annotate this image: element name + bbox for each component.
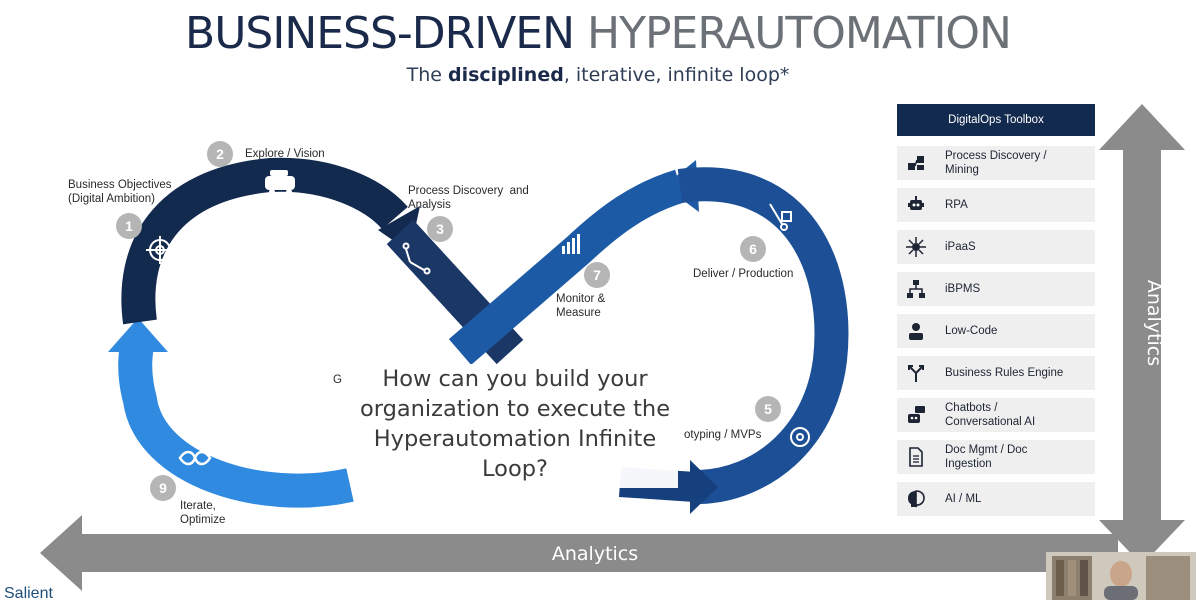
brain-icon xyxy=(908,490,925,508)
toolbox-item-chatbots: Chatbots / Conversational AI xyxy=(897,398,1095,432)
step-number-2: 2 xyxy=(207,141,233,167)
toolbox-item-rpa: RPA xyxy=(897,188,1095,222)
target-icon xyxy=(146,236,174,264)
step-label-business-objectives: Business Objectives (Digital Ambition) xyxy=(68,179,172,205)
step-label-prototyping: otyping / MVPs xyxy=(684,429,762,441)
presenter-image xyxy=(1046,552,1196,600)
van-icon xyxy=(265,170,295,195)
analytics-horizontal-label: Analytics xyxy=(551,543,639,565)
infinity-icon xyxy=(178,450,212,466)
toolbox-item-ibpms: iBPMS xyxy=(897,272,1095,306)
loop-segment-objectives xyxy=(121,157,408,325)
robot-icon xyxy=(908,196,924,210)
step-number-5: 5 xyxy=(755,396,781,422)
analytics-vertical-label: Analytics xyxy=(1143,279,1165,367)
developer-icon xyxy=(909,323,923,340)
toolbox-item-process-discovery: Process Discovery / Mining xyxy=(897,146,1095,180)
step-label-explore: Explore / Vision xyxy=(245,148,325,160)
toolbox-item-doc-mgmt: Doc Mgmt / Doc Ingestion xyxy=(897,440,1095,474)
step-number-3: 3 xyxy=(427,216,453,242)
step-label-process-discovery: Process Discovery and Analysis xyxy=(408,185,529,211)
loop-arrowhead-iterate xyxy=(108,318,168,352)
step-number-6: 6 xyxy=(740,236,766,262)
loop-segment-monitor xyxy=(448,169,686,365)
toolbox-item-ai-ml: AI / ML xyxy=(897,482,1095,516)
brand-logo-text: Salient xyxy=(4,585,53,602)
digitalops-toolbox: DigitalOps Toolbox Process Discovery / M… xyxy=(897,104,1095,516)
step-number-7: 7 xyxy=(584,262,610,288)
analytics-horizontal-arrow xyxy=(40,515,1118,591)
webcam-thumbnail xyxy=(1046,552,1196,600)
hand-truck-icon xyxy=(769,203,792,231)
loop-segment-deliver xyxy=(677,167,849,504)
org-chart-icon xyxy=(907,280,925,298)
page-subtitle: The disciplined, iterative, infinite loo… xyxy=(406,64,790,86)
cycle-gear-icon xyxy=(790,427,810,447)
document-icon xyxy=(909,447,923,467)
process-mining-icon xyxy=(908,156,924,170)
toolbox-item-low-code: Low-Code xyxy=(897,314,1095,348)
step-label-deliver: Deliver / Production xyxy=(693,268,794,280)
toolbox-item-ipaas: iPaaS xyxy=(897,230,1095,264)
step-label-fragment: G xyxy=(333,374,342,386)
loop-arrowhead-prototype xyxy=(690,460,718,514)
flow-steps-icon xyxy=(402,242,431,275)
analytics-vertical-arrow xyxy=(1099,104,1185,565)
decision-split-icon xyxy=(908,365,924,382)
page-title: BUSINESS-DRIVEN HYPERAUTOMATION xyxy=(185,8,1012,59)
loop-segment-iterate xyxy=(118,336,354,508)
toolbox-item-business-rules: Business Rules Engine xyxy=(897,356,1095,390)
step-number-9: 9 xyxy=(150,475,176,501)
chatbot-icon xyxy=(908,406,925,423)
toolbox-header: DigitalOps Toolbox xyxy=(897,104,1095,136)
step-label-iterate: Iterate, Optimize xyxy=(180,500,226,526)
step-label-monitor: Monitor & Measure xyxy=(556,293,606,319)
question-overlay: How can you build your organization to e… xyxy=(352,364,678,488)
bar-chart-icon xyxy=(562,234,580,254)
step-number-1: 1 xyxy=(116,213,142,239)
network-hub-icon xyxy=(906,237,926,257)
